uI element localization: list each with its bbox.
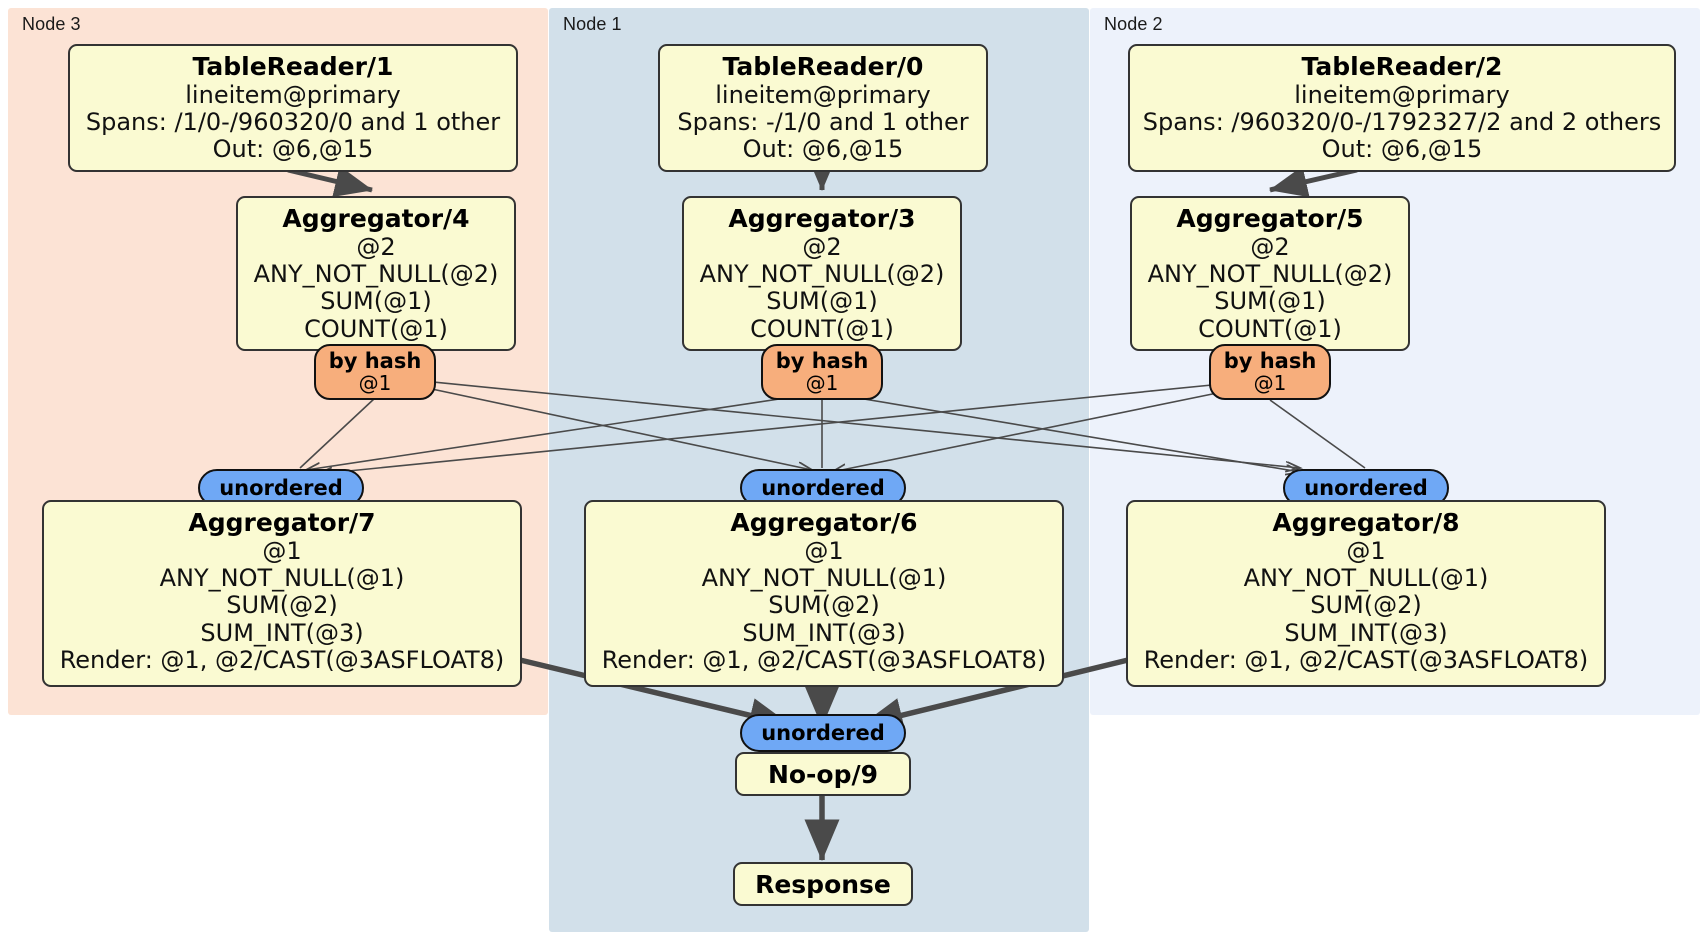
node-line: Spans: -/1/0 and 1 other [677, 107, 969, 136]
router-kind: by hash [1223, 348, 1317, 373]
router-kind: unordered [761, 475, 885, 500]
node-line: lineitem@primary [715, 80, 931, 109]
node-response[interactable]: Response [733, 862, 913, 906]
router-unordered-final[interactable]: unordered [740, 714, 906, 752]
node-line: COUNT(@1) [1198, 314, 1342, 343]
node-line: COUNT(@1) [304, 314, 448, 343]
node-tablereader-0[interactable]: TableReader/0 lineitem@primary Spans: -/… [658, 44, 988, 172]
node-tablereader-2[interactable]: TableReader/2 lineitem@primary Spans: /9… [1128, 44, 1676, 172]
node-line: Render: @1, @2/CAST(@3ASFLOAT8) [1143, 645, 1589, 674]
node-title: Aggregator/7 [188, 508, 376, 537]
node-line: SUM(@2) [226, 591, 338, 620]
node-title: Aggregator/4 [282, 204, 470, 233]
node-line: Out: @6,@15 [1321, 135, 1483, 164]
node-line: SUM(@2) [768, 591, 880, 620]
node-line: ANY_NOT_NULL(@1) [1243, 563, 1489, 592]
node-tablereader-1[interactable]: TableReader/1 lineitem@primary Spans: /1… [68, 44, 518, 172]
node-title: Aggregator/3 [728, 204, 916, 233]
node-line: Out: @6,@15 [742, 135, 904, 164]
node-line: @1 [1346, 536, 1386, 565]
router-kind: unordered [1304, 475, 1428, 500]
node-line: ANY_NOT_NULL(@1) [159, 563, 405, 592]
node-line: SUM(@1) [766, 287, 878, 316]
node-no-op-9[interactable]: No-op/9 [735, 752, 911, 796]
node-line: @2 [356, 232, 396, 261]
router-kind: by hash [328, 348, 422, 373]
node-line: SUM_INT(@3) [1284, 618, 1448, 647]
node-title: TableReader/1 [192, 52, 394, 81]
node-aggregator-7[interactable]: Aggregator/7 @1 ANY_NOT_NULL(@1) SUM(@2)… [42, 500, 522, 687]
node-line: Spans: /1/0-/960320/0 and 1 other [85, 107, 501, 136]
node-line: lineitem@primary [185, 80, 401, 109]
node-title: Response [755, 869, 891, 899]
node-line: ANY_NOT_NULL(@2) [1147, 259, 1393, 288]
router-detail: @1 [805, 370, 839, 395]
node-title: Aggregator/5 [1176, 204, 1364, 233]
router-detail: @1 [358, 370, 392, 395]
node-aggregator-5[interactable]: Aggregator/5 @2 ANY_NOT_NULL(@2) SUM(@1)… [1130, 196, 1410, 351]
node-line: Spans: /960320/0-/1792327/2 and 2 others [1142, 107, 1662, 136]
router-kind: unordered [761, 720, 885, 745]
node-line: @1 [262, 536, 302, 565]
node-line: ANY_NOT_NULL(@2) [699, 259, 945, 288]
node-panel-label-node1: Node 1 [563, 14, 622, 34]
node-panel-label-node3: Node 3 [22, 14, 81, 34]
router-by-hash-left[interactable]: by hash @1 [314, 344, 436, 400]
node-line: @2 [802, 232, 842, 261]
node-line: SUM_INT(@3) [742, 618, 906, 647]
node-line: Render: @1, @2/CAST(@3ASFLOAT8) [59, 645, 505, 674]
node-line: ANY_NOT_NULL(@1) [701, 563, 947, 592]
router-kind: by hash [775, 348, 869, 373]
node-line: Out: @6,@15 [212, 135, 374, 164]
node-line: @2 [1250, 232, 1290, 261]
node-line: lineitem@primary [1294, 80, 1510, 109]
node-title: TableReader/2 [1301, 52, 1503, 81]
router-by-hash-right[interactable]: by hash @1 [1209, 344, 1331, 400]
node-line: SUM_INT(@3) [200, 618, 364, 647]
node-panel-label-node2: Node 2 [1104, 14, 1163, 34]
router-by-hash-center[interactable]: by hash @1 [761, 344, 883, 400]
node-title: TableReader/0 [722, 52, 924, 81]
node-aggregator-3[interactable]: Aggregator/3 @2 ANY_NOT_NULL(@2) SUM(@1)… [682, 196, 962, 351]
node-line: ANY_NOT_NULL(@2) [253, 259, 499, 288]
node-title: Aggregator/8 [1272, 508, 1460, 537]
router-detail: @1 [1253, 370, 1287, 395]
node-line: SUM(@1) [1214, 287, 1326, 316]
node-line: SUM(@1) [320, 287, 432, 316]
node-title: No-op/9 [767, 759, 879, 789]
node-line: SUM(@2) [1310, 591, 1422, 620]
node-aggregator-8[interactable]: Aggregator/8 @1 ANY_NOT_NULL(@1) SUM(@2)… [1126, 500, 1606, 687]
node-line: COUNT(@1) [750, 314, 894, 343]
node-line: @1 [804, 536, 844, 565]
node-aggregator-4[interactable]: Aggregator/4 @2 ANY_NOT_NULL(@2) SUM(@1)… [236, 196, 516, 351]
router-kind: unordered [219, 475, 343, 500]
node-line: Render: @1, @2/CAST(@3ASFLOAT8) [601, 645, 1047, 674]
node-aggregator-6[interactable]: Aggregator/6 @1 ANY_NOT_NULL(@1) SUM(@2)… [584, 500, 1064, 687]
node-title: Aggregator/6 [730, 508, 918, 537]
